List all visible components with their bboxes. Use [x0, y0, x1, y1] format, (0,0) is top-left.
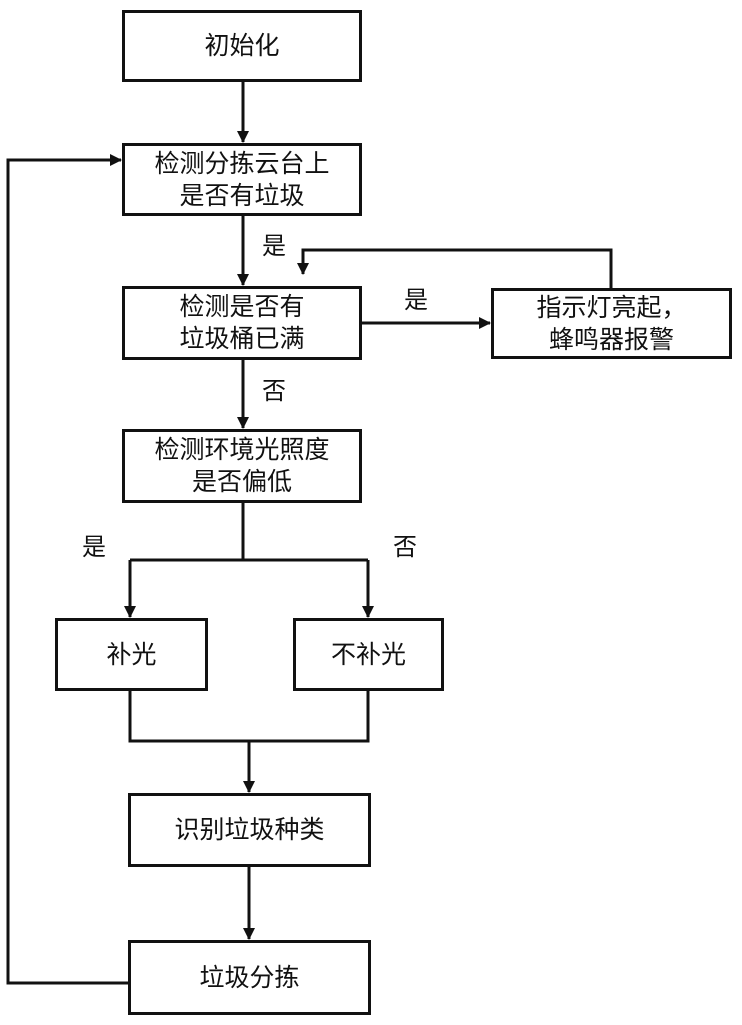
sort-box: 垃圾分拣 [128, 940, 371, 1015]
detect-trash-label: 检测分拣云台上 是否有垃圾 [154, 148, 330, 210]
arrow-alarm-loop [297, 248, 613, 289]
no-fill-light-label: 不补光 [330, 639, 406, 669]
label-light-no: 否 [393, 533, 417, 561]
bin-full-box: 检测是否有 垃圾桶已满 [122, 286, 362, 360]
detect-trash-box: 检测分拣云台上 是否有垃圾 [122, 143, 362, 216]
init-box: 初始化 [122, 10, 362, 82]
merge-lines [128, 691, 370, 743]
fill-light-label: 补光 [106, 639, 157, 669]
label-trash-yes: 是 [262, 232, 286, 260]
sort-label: 垃圾分拣 [199, 962, 300, 992]
bin-full-label: 检测是否有 垃圾桶已满 [179, 292, 305, 353]
label-light-yes: 是 [82, 533, 106, 561]
identify-label: 识别垃圾种类 [174, 815, 325, 844]
alarm-box: 指示灯亮起， 蜂鸣器报警 [491, 288, 732, 359]
light-low-label: 检测环境光照度 是否偏低 [154, 435, 330, 496]
light-low-box: 检测环境光照度 是否偏低 [122, 429, 362, 503]
arrow-sort-loop [6, 154, 128, 985]
identify-box: 识别垃圾种类 [128, 793, 371, 867]
fill-light-box: 补光 [55, 618, 208, 691]
label-full-no: 否 [262, 377, 286, 405]
init-label: 初始化 [204, 31, 280, 60]
label-full-yes: 是 [404, 286, 428, 314]
no-fill-light-box: 不补光 [293, 618, 444, 691]
alarm-label: 指示灯亮起， 蜂鸣器报警 [536, 292, 687, 354]
